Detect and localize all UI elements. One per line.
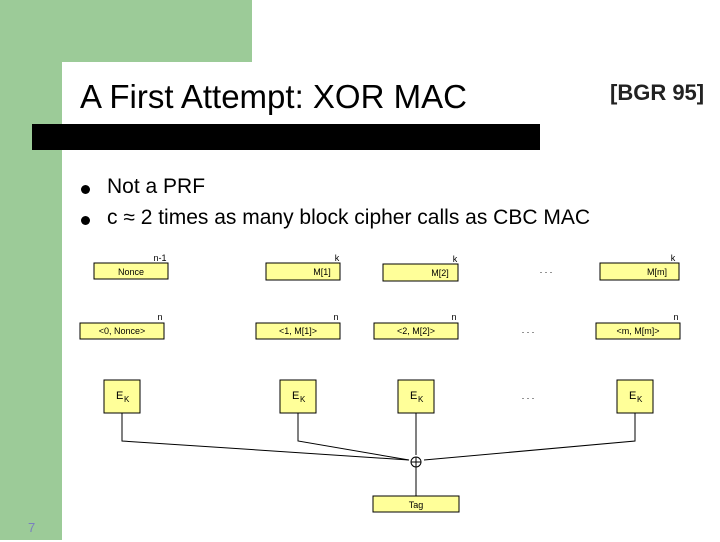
middle-box-label: <0, Nonce> (99, 326, 146, 336)
cipher-box-2: E K (397, 379, 435, 414)
cipher-label: E (629, 390, 636, 402)
cipher-label: E (410, 390, 417, 402)
cipher-subscript: K (124, 395, 130, 404)
top-box-m2: M[2] k (382, 254, 459, 282)
top-box-mm: M[m] k (599, 253, 680, 281)
width-label: n (157, 312, 162, 322)
width-label: n (673, 312, 678, 322)
middle-box-0: <0, Nonce> n (79, 312, 165, 340)
middle-box-1: <1, M[1]> n (255, 312, 341, 340)
cipher-box-0: E K (103, 379, 141, 414)
cipher-subscript: K (300, 395, 306, 404)
top-box-label: M[2] (431, 268, 449, 278)
background-accent-left (0, 0, 62, 540)
cipher-subscript: K (637, 395, 643, 404)
tag-box: Tag (372, 495, 460, 513)
cipher-box-m: E K (616, 379, 654, 414)
width-label: n (451, 312, 456, 322)
cipher-box-1: E K (279, 379, 317, 414)
ellipsis: . . . (540, 265, 553, 275)
bullet-item: c ≈ 2 times as many block cipher calls a… (107, 206, 590, 229)
bullet-dot (81, 216, 90, 225)
middle-box-2: <2, M[2]> n (373, 312, 459, 340)
background-accent-top (62, 0, 252, 62)
middle-box-label: <2, M[2]> (397, 326, 435, 336)
top-box-label: M[m] (647, 267, 667, 277)
bullet-dot (81, 185, 90, 194)
middle-box-label: <m, M[m]> (616, 326, 659, 336)
xor-connectors (121, 413, 636, 461)
page-number: 7 (28, 520, 36, 535)
top-box-m1: M[1] k (265, 253, 341, 281)
tag-label: Tag (409, 500, 424, 510)
slide-title: A First Attempt: XOR MAC (80, 78, 467, 115)
ellipsis: . . . (522, 325, 535, 335)
xor-circle (410, 456, 422, 468)
width-label: k (453, 254, 458, 264)
title-underline-bar (32, 124, 540, 150)
cipher-label: E (292, 390, 299, 402)
width-label: n (333, 312, 338, 322)
top-box-nonce: Nonce n-1 (93, 253, 169, 280)
cipher-label: E (116, 390, 123, 402)
top-box-label: M[1] (313, 267, 331, 277)
width-label: k (671, 253, 676, 263)
cipher-subscript: K (418, 395, 424, 404)
middle-box-label: <1, M[1]> (279, 326, 317, 336)
bullet-item: Not a PRF (107, 175, 206, 198)
width-label: k (335, 253, 340, 263)
top-box-label: Nonce (118, 267, 144, 277)
width-label: n-1 (153, 253, 166, 263)
citation: [BGR 95] (610, 80, 705, 105)
ellipsis: . . . (522, 391, 535, 401)
middle-box-m: <m, M[m]> n (595, 312, 681, 340)
